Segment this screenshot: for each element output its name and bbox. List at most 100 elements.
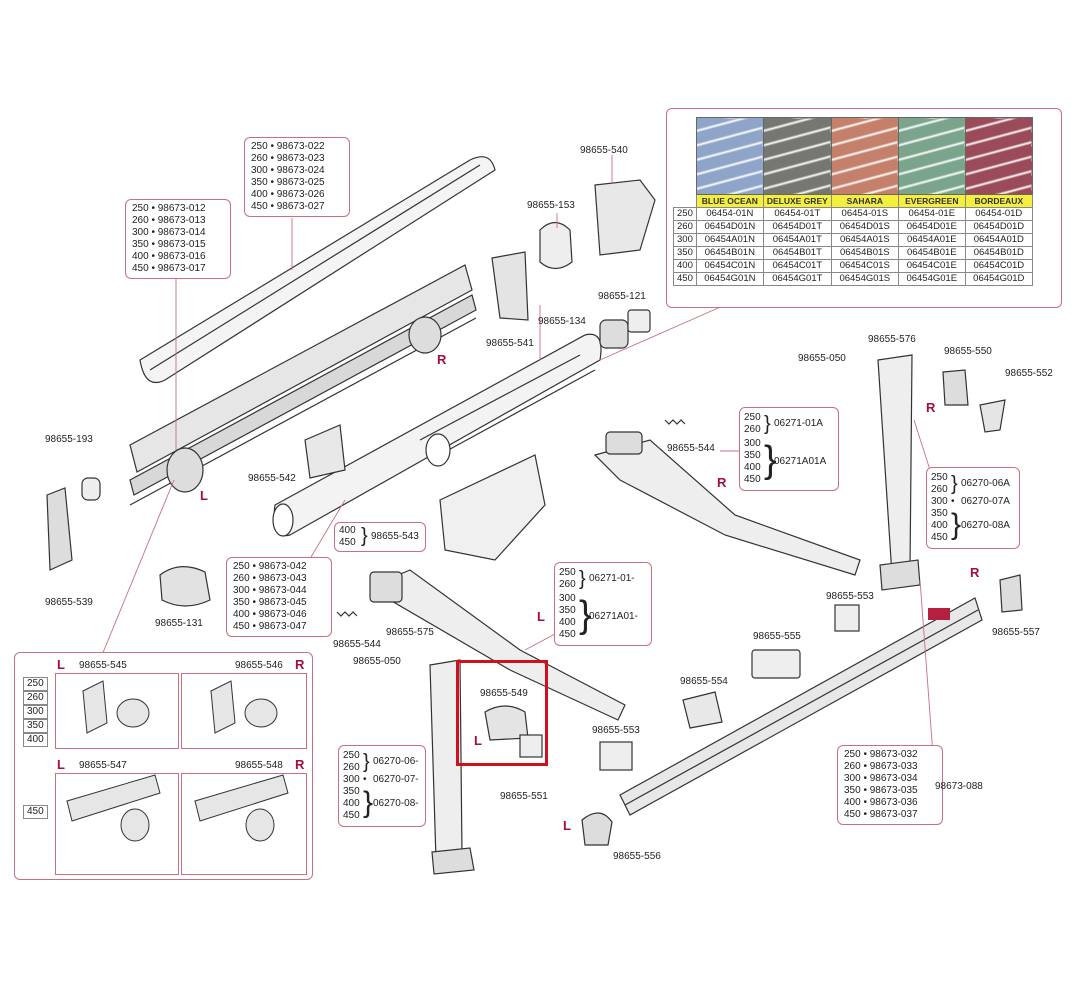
side-left: L [200,488,208,503]
size: 350 [744,450,761,461]
arm-left-box: 250 260 } 06271-01- 300 350 400 450 } 06… [554,562,652,646]
fabric-code: 06454D01S [830,219,899,234]
brace: } [363,751,370,773]
code-line: 400 • 98673-046 [233,609,307,620]
fabric-code: 06454B01E [897,245,966,260]
color-name: SAHARA [830,194,899,208]
size: 350 [931,508,948,519]
brace: } [951,473,958,495]
code-line: 300 • 98673-024 [251,165,325,176]
color-name: EVERGREEN [897,194,966,208]
fabric-code: 06454C01D [964,258,1033,273]
code-line: 400 • 98673-016 [132,251,206,262]
size: 400 [343,798,360,809]
fabric-code: 06454B01D [964,245,1033,260]
size: 260 [744,424,761,435]
code-line: 260 • 98673-033 [844,761,918,772]
code: 06270-08A [961,520,1010,531]
size: 300 [744,438,761,449]
end-cap-drawings [66,680,289,842]
code: 06271A01- [589,611,638,622]
color-name: BLUE OCEAN [695,194,764,208]
rail-code-box: 250 • 98673-012 260 • 98673-013 300 • 98… [125,199,231,279]
fabric-code: 06454B01T [762,245,832,260]
size: 250 [559,567,576,578]
code-line: 250 • 98673-012 [132,203,206,214]
size: 350 [23,719,48,733]
bracket-543-box: 400 450 } 98655-543 [334,522,426,552]
fabric-code: 06454A01N [695,232,764,247]
part-label: 98655-553 [592,725,640,736]
brace: } [764,413,771,435]
code-line: 350 • 98673-035 [844,785,918,796]
fabric-code: 06454A01T [762,232,832,247]
code-line: 250 • 98673-022 [251,141,325,152]
code-line: 300 • 98673-014 [132,227,206,238]
fabric-size: 400 [673,258,697,273]
dot: • [363,774,367,785]
tube-code-box: 250 • 98673-042 260 • 98673-043 300 • 98… [226,557,332,637]
swatch-blue-ocean [695,117,764,195]
fabric-code: 06454D01E [897,219,966,234]
fabric-code: 06454A01S [830,232,899,247]
size: 300 [931,496,948,507]
color-name: BORDEAUX [964,194,1033,208]
fabric-size: 300 [673,232,697,247]
part-label: 98655-547 [79,760,127,771]
code-line: 260 • 98673-013 [132,215,206,226]
fabric-code: 06454A01E [897,232,966,247]
code-line: 450 • 98673-047 [233,621,307,632]
part-label: 98655-554 [680,676,728,687]
color-name: DELUXE GREY [762,194,832,208]
fabric-code: 06454D01N [695,219,764,234]
code-line: 400 • 98673-026 [251,189,325,200]
code-line: 450 • 98673-027 [251,201,325,212]
part-label: 98655-545 [79,660,127,671]
fabric-code: 06454C01S [830,258,899,273]
size: 450 [744,474,761,485]
code: 06270-06- [373,756,419,767]
code-line: 260 • 98673-023 [251,153,325,164]
dot: • [951,496,955,507]
fabric-code: 06454D01T [762,219,832,234]
part-label: 98655-540 [580,145,628,156]
size: 450 [339,537,356,548]
code: 06270-06A [961,478,1010,489]
side-left: L [57,757,65,772]
swatch-deluxe-grey [762,117,832,195]
code: 06270-08- [373,798,419,809]
part-label: 98655-131 [155,618,203,629]
fabric-code: 06454D01D [964,219,1033,234]
code-line: 450 • 98673-037 [844,809,918,820]
part-label: 98655-134 [538,316,586,327]
part-label: 98655-121 [598,291,646,302]
part-label: 98655-556 [613,851,661,862]
fabric-code: 06454G01S [830,271,899,286]
brace: } [363,786,374,819]
cover-code-box: 250 • 98673-022 260 • 98673-023 300 • 98… [244,137,350,217]
size: 260 [559,579,576,590]
part-label: 98655-575 [386,627,434,638]
fabric-size: 250 [673,206,697,221]
size: 400 [744,462,761,473]
code: 06270-07A [961,496,1010,507]
code-line: 250 • 98673-042 [233,561,307,572]
part-label: 98655-550 [944,346,992,357]
size: 250 [744,412,761,423]
front-profile-code-box: 250 • 98673-032 260 • 98673-033 300 • 98… [837,745,943,825]
size: 400 [23,733,48,747]
fabric-code: 06454-01T [762,206,832,221]
fabric-size: 260 [673,219,697,234]
fabric-code: 06454G01E [897,271,966,286]
size: 400 [559,617,576,628]
part-label: 98655-557 [992,627,1040,638]
fabric-table: BLUE OCEAN DELUXE GREY SAHARA EVERGREEN … [673,117,1033,286]
size: 450 [23,805,48,819]
part-label: 98655-544 [333,639,381,650]
side-left: L [57,657,65,672]
